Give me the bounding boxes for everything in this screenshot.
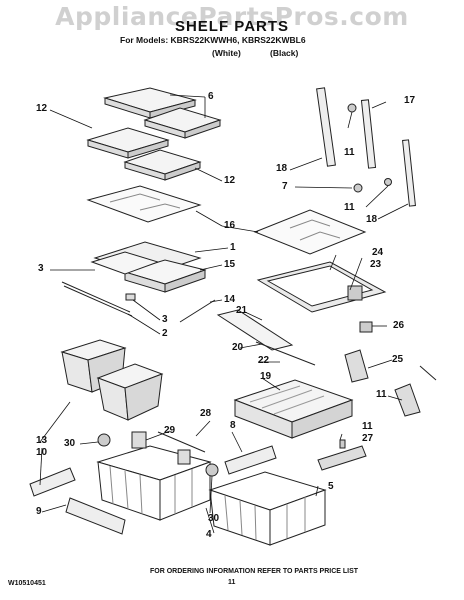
callout-25: 25 <box>392 354 404 365</box>
callout-12: 12 <box>224 175 236 186</box>
callout-29: 29 <box>164 425 176 436</box>
slide-bracket <box>177 449 191 465</box>
page-title: SHELF PARTS <box>174 18 290 35</box>
basket-rail <box>224 445 277 475</box>
watermark: AppliancePartsPros.com <box>55 2 409 31</box>
crossbar <box>157 431 206 453</box>
crisper-bin <box>60 339 127 393</box>
callout-3: 3 <box>162 314 168 325</box>
slide-bracket <box>131 431 147 449</box>
rail-screw <box>353 183 363 193</box>
shelf-rail <box>402 139 416 207</box>
rail-screw <box>347 103 357 113</box>
basket-rail <box>29 467 76 497</box>
callout-12: 12 <box>36 103 48 114</box>
roller <box>205 463 219 477</box>
callout-3: 3 <box>38 263 44 274</box>
crisper-trim <box>255 341 316 366</box>
callout-30: 30 <box>208 513 220 524</box>
callout-11: 11 <box>344 202 355 213</box>
callout-30: 30 <box>64 438 76 449</box>
callout-18: 18 <box>366 214 378 225</box>
callout-23: 23 <box>370 259 382 270</box>
callout-24: 24 <box>372 247 384 258</box>
variant-black: (Black) <box>270 48 299 58</box>
callout-21: 21 <box>236 305 248 316</box>
freezer-clip <box>419 365 437 381</box>
callout-14: 14 <box>224 294 236 305</box>
freezer-screw <box>339 439 346 449</box>
page-number: 11 <box>228 579 236 586</box>
small-shelf <box>123 149 202 181</box>
callout-11: 11 <box>344 147 355 158</box>
models-line: For Models: KBRS22KWWH6, KBRS22KWBL6 <box>120 35 306 45</box>
basket-rail <box>65 497 126 535</box>
callout-17: 17 <box>404 95 416 106</box>
humidity-slide <box>216 309 294 351</box>
deli-latch <box>125 293 136 301</box>
glide-rail <box>61 281 131 313</box>
callout-15: 15 <box>224 259 236 270</box>
small-shelf <box>86 127 170 159</box>
callout-5: 5 <box>328 481 334 492</box>
freezer-tray <box>233 379 354 439</box>
callout-28: 28 <box>200 408 212 419</box>
callout-2: 2 <box>162 328 168 339</box>
callout-8: 8 <box>230 420 236 431</box>
wire-basket-left <box>96 445 212 521</box>
callout-10: 10 <box>36 447 48 458</box>
rail-screw <box>384 178 392 186</box>
roller <box>97 433 111 447</box>
callout-22: 22 <box>258 355 270 366</box>
deli-drawer-left <box>90 251 160 275</box>
wire-basket-right <box>208 471 327 546</box>
freezer-slide <box>317 445 367 471</box>
freezer-bracket <box>394 383 421 417</box>
crisper-bracket <box>347 285 363 301</box>
callout-20: 20 <box>232 342 244 353</box>
callout-26: 26 <box>393 320 405 331</box>
small-shelf <box>143 107 222 139</box>
callout-27: 27 <box>362 433 374 444</box>
shelf-rail <box>316 87 336 167</box>
doc-number: W10510451 <box>8 580 46 587</box>
shelf-clip <box>359 321 373 333</box>
callout-16: 16 <box>224 220 236 231</box>
callout-4: 4 <box>206 529 212 540</box>
shelf-rail <box>360 99 377 169</box>
variant-white: (White) <box>212 48 241 58</box>
callout-11: 11 <box>376 389 387 400</box>
callout-13: 13 <box>36 435 48 446</box>
callout-19: 19 <box>260 371 272 382</box>
callout-6: 6 <box>208 91 214 102</box>
crisper-bin <box>96 363 164 421</box>
small-shelf <box>103 87 197 119</box>
callout-1: 1 <box>230 242 236 253</box>
callout-9: 9 <box>36 506 42 517</box>
glass-shelf-right <box>253 209 367 255</box>
glide-rail <box>179 299 216 323</box>
glass-shelf-left <box>86 185 202 223</box>
callout-7: 7 <box>282 181 288 192</box>
callout-18: 18 <box>276 163 288 174</box>
freezer-bracket <box>344 349 369 383</box>
callout-11: 11 <box>362 421 373 432</box>
ordering-note: FOR ORDERING INFORMATION REFER TO PARTS … <box>150 568 359 575</box>
